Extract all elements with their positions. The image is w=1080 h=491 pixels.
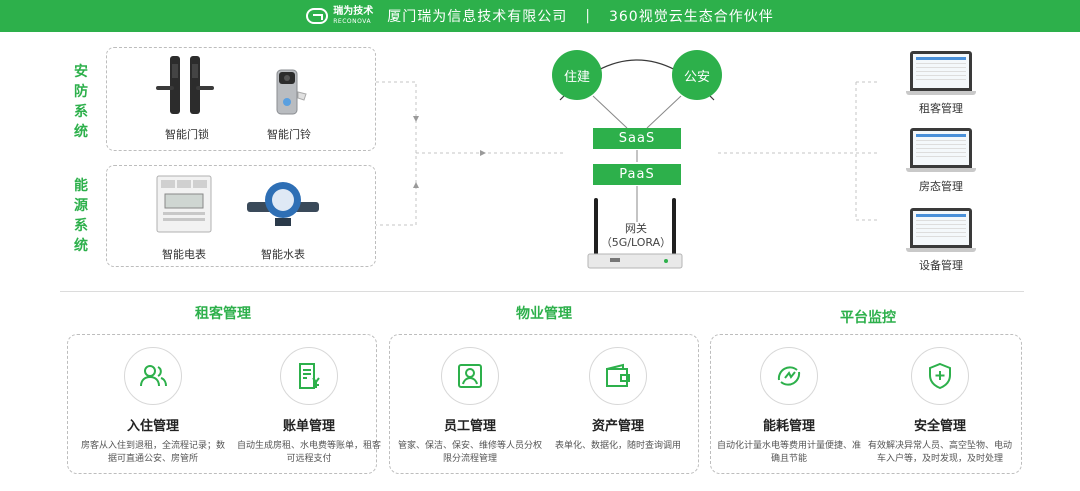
smart-electric-meter: 智能电表 xyxy=(146,172,222,262)
feature-title: 入住管理 xyxy=(126,419,179,434)
logo-cn: 瑞为技术 xyxy=(333,6,374,17)
slogan: 360视觉云生态合作伙伴 xyxy=(608,9,774,25)
platform-monitoring-card xyxy=(710,334,1022,474)
smart-doorbell-label: 智能门铃 xyxy=(267,128,311,141)
room-status-label: 房态管理 xyxy=(919,180,963,193)
gateway-icon xyxy=(587,198,683,269)
security-system-label: 安防系统 xyxy=(74,64,88,140)
gateway-label: 网关 （5G/LORA） xyxy=(600,222,672,249)
bill-icon xyxy=(299,363,320,389)
header-bar: 瑞为技术 RECONOVA 厦门瑞为信息技术有限公司 | 360视觉云生态合作伙… xyxy=(0,0,1080,32)
wallet-icon xyxy=(606,363,630,387)
feature-title: 能耗管理 xyxy=(762,419,815,434)
water-meter-icon xyxy=(247,182,319,226)
feature-desc: 房客从入住到退租，全流程记录；数据可直通公安、房管所 xyxy=(80,441,225,464)
device-system-laptop xyxy=(906,208,976,252)
feature-billing: 账单管理 自动生成房租、水电费等账单，租客可远程支付 xyxy=(234,347,384,466)
company-logo: 瑞为技术 RECONOVA xyxy=(306,7,373,25)
section-divider xyxy=(60,291,1024,292)
electric-meter-icon xyxy=(156,175,212,233)
logo-icon xyxy=(306,8,329,24)
energy-devices-box xyxy=(106,165,376,267)
logo-en: RECONOVA xyxy=(333,18,372,25)
feature-desc: 有效解决异常人员、高空坠物、电动车入户等，及时发现，及时处理 xyxy=(867,441,1012,464)
paas-layer: PaaS xyxy=(593,164,681,185)
feature-checkin: 入住管理 房客从入住到退租，全流程记录；数据可直通公安、房管所 xyxy=(78,347,228,466)
feature-desc: 表单化、数据化，随时查询调用 xyxy=(554,441,681,451)
tenant-system-label: 租客管理 xyxy=(919,102,963,115)
shield-icon xyxy=(929,362,951,390)
feature-staff: 员工管理 管家、保洁、保安、维修等人员分权限分流程管理 xyxy=(395,347,545,466)
laptop-screen-icon xyxy=(910,208,972,248)
feature-assets: 资产管理 表单化、数据化，随时查询调用 xyxy=(543,347,693,453)
doorbell-icon xyxy=(276,69,307,115)
energy-system-label: 能源系统 xyxy=(74,178,88,254)
smart-doorbell: 智能门铃 xyxy=(254,52,324,142)
feature-security: 安全管理 有效解决异常人员、高空坠物、电动车入户等，及时发现，及时处理 xyxy=(865,347,1015,466)
section-title-tenant: 租客管理 xyxy=(195,306,251,322)
smart-lock: 智能门锁 xyxy=(150,52,224,142)
feature-title: 员工管理 xyxy=(443,419,496,434)
users-icon xyxy=(140,365,167,387)
feature-energy: 能耗管理 自动化计量水电等费用计量便捷、准确且节能 xyxy=(714,347,864,466)
energy-icon xyxy=(777,366,801,386)
security-devices-box xyxy=(106,47,376,151)
feature-title: 资产管理 xyxy=(591,419,644,434)
room-status-laptop xyxy=(906,128,976,172)
company-name: 厦门瑞为信息技术有限公司 xyxy=(387,9,568,25)
feature-title: 账单管理 xyxy=(282,419,335,434)
tenant-system-laptop xyxy=(906,51,976,95)
smart-lock-label: 智能门锁 xyxy=(165,128,209,141)
feature-desc: 管家、保洁、保安、维修等人员分权限分流程管理 xyxy=(397,441,542,464)
feature-title: 安全管理 xyxy=(913,419,966,434)
header-separator: | xyxy=(585,8,591,24)
smart-electric-meter-label: 智能电表 xyxy=(162,248,206,261)
smart-water-meter: 智能水表 xyxy=(240,172,326,262)
police-node: 公安 xyxy=(672,50,722,100)
section-title-property: 物业管理 xyxy=(516,306,572,322)
section-title-monitoring: 平台监控 xyxy=(840,310,896,326)
saas-layer: SaaS xyxy=(593,128,681,149)
smart-water-meter-label: 智能水表 xyxy=(261,248,305,261)
id-card-icon xyxy=(458,364,482,388)
laptop-screen-icon xyxy=(910,51,972,91)
device-system-label: 设备管理 xyxy=(919,259,963,272)
tenant-management-card xyxy=(67,334,377,474)
housing-authority-node: 住建 xyxy=(552,50,602,100)
property-management-card xyxy=(389,334,699,474)
feature-desc: 自动化计量水电等费用计量便捷、准确且节能 xyxy=(716,441,861,464)
feature-desc: 自动生成房租、水电费等账单，租客可远程支付 xyxy=(236,441,381,464)
smart-lock-icon xyxy=(156,56,214,114)
laptop-screen-icon xyxy=(910,128,972,168)
